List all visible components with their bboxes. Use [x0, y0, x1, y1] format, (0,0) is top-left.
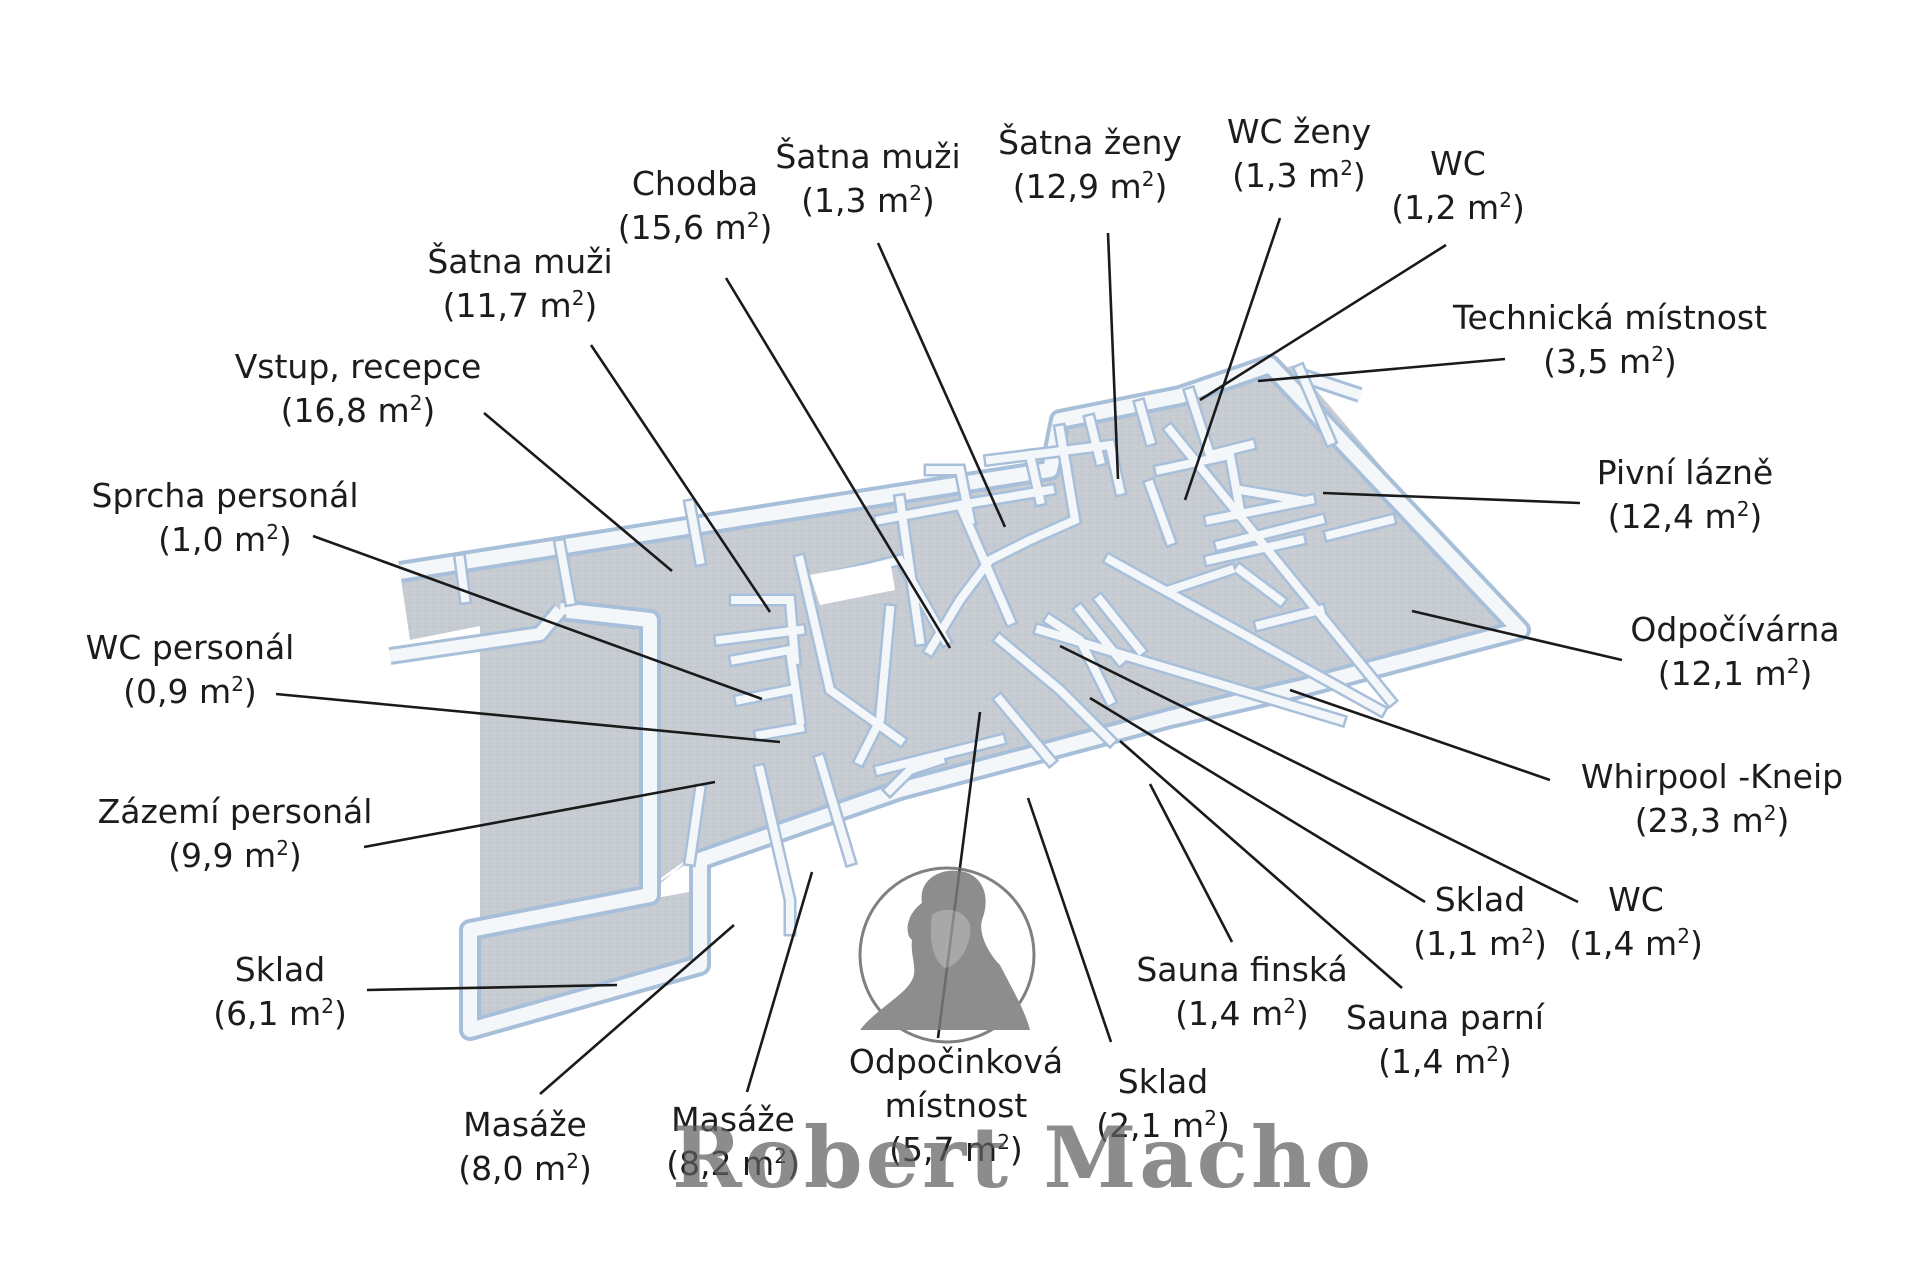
watermark-portrait-seal [858, 866, 1036, 1044]
leader-lines [275, 217, 1623, 1095]
label-technicka: Technická místnost (3,5 m2) [1452, 298, 1768, 381]
label-masaze-80: Masáže (8,0 m2) [458, 1105, 592, 1188]
exterior-walls [388, 354, 1531, 1041]
label-whirpool: Whirpool -Kneip (23,3 m2) [1580, 757, 1844, 840]
label-sauna-parni: Sauna parní (1,4 m2) [1346, 998, 1544, 1081]
label-pivni: Pivní lázně (12,4 m2) [1596, 453, 1774, 536]
label-wc-zeny: WC ženy (1,3 m2) [1226, 112, 1372, 195]
label-masaze-82: Masáže (8,2 m2) [666, 1100, 800, 1183]
label-wc-top: WC (1,2 m2) [1391, 144, 1525, 227]
label-chodba: Chodba (15,6 m2) [617, 164, 773, 247]
label-zazemi: Zázemí personál (9,9 m2) [97, 792, 373, 875]
label-odpocinkova: Odpočinková místnost (5,7 m2) [848, 1042, 1064, 1169]
label-satna-muzi: Šatna muži (11,7 m2) [427, 242, 613, 325]
label-wc-personal: WC personál (0,9 m2) [85, 628, 295, 711]
label-sauna-finska: Sauna finská (1,4 m2) [1136, 950, 1348, 1033]
watermark-text: Robert Macho [672, 1108, 1374, 1207]
label-odpocivarna: Odpočívárna (12,1 m2) [1630, 610, 1840, 693]
interior-walls [452, 361, 1400, 937]
label-satna-zeny: Šatna ženy (12,9 m2) [998, 123, 1182, 206]
label-wc-14: WC (1,4 m2) [1569, 880, 1703, 963]
open-area [810, 560, 895, 605]
label-sklad-11: Sklad (1,1 m2) [1413, 880, 1547, 963]
label-sklad-21: Sklad (2,1 m2) [1096, 1062, 1230, 1145]
label-vstup: Vstup, recepce (16,8 m2) [234, 347, 482, 430]
label-satna-muzi-small: Šatna muži (1,3 m2) [775, 137, 961, 220]
label-sklad-61: Sklad (6,1 m2) [213, 950, 347, 1033]
label-sprcha: Sprcha personál (1,0 m2) [91, 476, 359, 559]
